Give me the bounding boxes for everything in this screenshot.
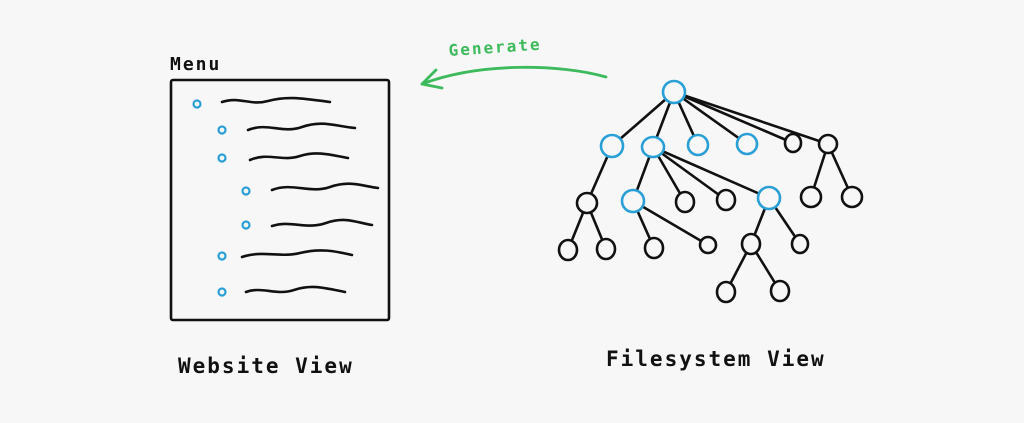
menu-item-scribble: [220, 96, 332, 104]
bullet-icon: [217, 287, 227, 297]
filesystem-view-caption: Filesystem View: [606, 347, 826, 371]
website-view-caption: Website View: [178, 354, 354, 378]
tree-node-folder-icon: [735, 132, 759, 156]
menu-item-scribble: [270, 182, 380, 192]
menu-item: [217, 152, 350, 163]
arrow-shaft: [420, 65, 608, 86]
bullet-icon: [241, 186, 251, 196]
tree-node-folder-icon: [686, 133, 710, 157]
website-view: Menu: [169, 54, 391, 378]
tree-node-folder-icon: [756, 185, 782, 211]
menu-frame: [169, 78, 391, 322]
bullet-icon: [217, 125, 227, 135]
tree-node-file-icon: [595, 237, 617, 261]
menu-item-scribble: [240, 249, 354, 259]
generate-label: Generate: [448, 35, 542, 60]
tree-node-file-icon: [799, 185, 823, 209]
bullet-icon: [192, 99, 202, 109]
tree-node-file-icon: [740, 232, 762, 256]
menu-item-scribble: [244, 285, 347, 294]
tree-node-file-icon: [840, 185, 864, 209]
menu-item-scribble: [270, 218, 374, 228]
bullet-icon: [241, 220, 251, 230]
tree-node-file-icon: [674, 190, 696, 214]
tree-node-file-icon: [698, 235, 718, 255]
tree-node-file-icon: [790, 233, 810, 255]
tree-node-root-icon: [661, 79, 687, 105]
menu-item: [217, 285, 347, 297]
menu-item: [241, 218, 374, 230]
generate-arrow: Generate: [420, 35, 608, 90]
tree-node-file-icon: [643, 236, 665, 260]
bullet-icon: [217, 251, 227, 261]
tree-node-file-icon: [715, 280, 737, 304]
menu-item: [241, 182, 380, 196]
menu-item: [217, 249, 354, 261]
tree-node-file-icon: [575, 191, 599, 215]
tree-node-file-icon: [557, 238, 579, 262]
menu-item-scribble: [246, 122, 357, 132]
bullet-icon: [217, 153, 227, 163]
tree-node-folder-icon: [620, 188, 646, 214]
menu-label: Menu: [170, 54, 221, 75]
tree-node-file-icon: [769, 279, 791, 303]
filesystem-view: Filesystem View: [557, 79, 864, 371]
menu-item-scribble: [248, 152, 350, 162]
tree-node-file-icon: [817, 133, 839, 155]
tree-nodes: [557, 79, 864, 304]
tree-node-folder-icon: [599, 133, 625, 159]
menu-item: [217, 122, 357, 135]
tree-node-file-icon: [715, 188, 737, 212]
tree-node-folder-icon: [640, 135, 666, 159]
menu-item: [192, 96, 332, 109]
menu-items: [192, 96, 380, 297]
arrow-head-icon: [420, 68, 444, 90]
tree-node-file-icon: [783, 132, 803, 154]
